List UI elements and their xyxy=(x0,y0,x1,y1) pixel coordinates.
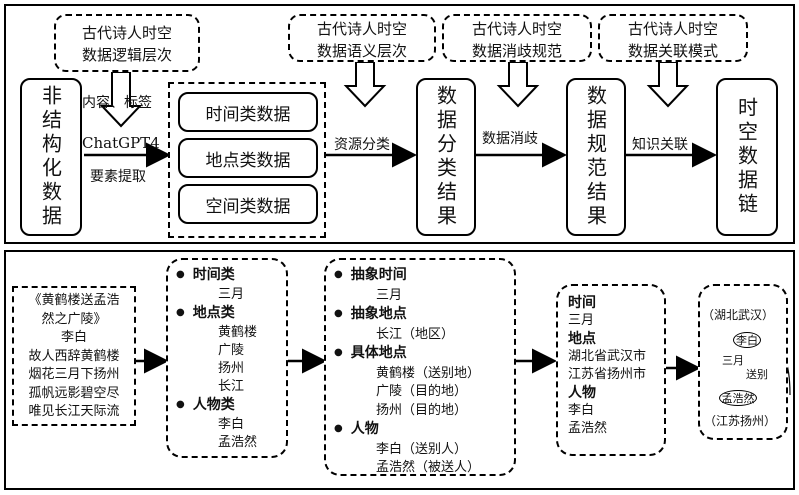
spatiotemporal-chain-box: 时空数据链 xyxy=(716,78,778,236)
bottom-panel xyxy=(4,250,795,490)
space-data-box: 空间类数据 xyxy=(178,184,318,224)
classification-result-box: 数据分类结果 xyxy=(416,78,476,236)
unstructured-data-box: 非结构化数据 xyxy=(20,78,82,236)
normalization-box: 时间 三月 地点 湖北省武汉市 江苏省扬州市 人物 李白 孟浩然 xyxy=(556,284,666,456)
normalization-result-box: 数据规范结果 xyxy=(566,78,626,236)
dis-abs-time-heading: 抽象时间 xyxy=(334,266,508,287)
chain-box xyxy=(698,284,788,440)
poem-line-3: 孤帆远影碧空尽 xyxy=(28,385,120,401)
note-logic-layer: 古代诗人时空 数据逻辑层次 xyxy=(54,14,200,72)
chain-from-person: 李白 xyxy=(733,332,761,348)
poem-title-1: 《黄鹤楼送孟浩 xyxy=(28,293,120,308)
poem-line-2: 烟花三月下扬州 xyxy=(28,367,120,382)
norm-person-heading: 人物 xyxy=(568,385,596,401)
cat-place-2: 广陵 xyxy=(218,343,245,358)
cat-person-1: 李白 xyxy=(218,417,245,432)
cat-time-heading: 时间类 xyxy=(176,266,280,286)
dis-spec-place-1: 黄鹤楼（送别地） xyxy=(376,365,481,381)
chain-from-place: （湖北武汉） xyxy=(702,308,775,322)
chain-action: 送别 xyxy=(746,368,768,381)
place-data-box: 地点类数据 xyxy=(178,138,318,178)
cat-place-heading: 地点类 xyxy=(176,304,280,324)
time-data-box: 时间类数据 xyxy=(178,92,318,132)
dis-abs-time-value: 三月 xyxy=(376,287,403,303)
top-panel xyxy=(4,4,795,244)
dis-spec-place-heading: 具体地点 xyxy=(334,344,508,365)
dis-abs-place-value: 长江（地区） xyxy=(376,326,455,342)
norm-time-value: 三月 xyxy=(568,313,595,328)
cat-time-value: 三月 xyxy=(218,287,245,302)
dis-person-2: 孟浩然（被送人） xyxy=(376,460,481,475)
disambiguation-box: 抽象时间 三月 抽象地点 长江（地区） 具体地点 黄鹤楼（送别地） 广陵（目的地… xyxy=(324,258,516,476)
poem-line-4: 唯见长江天际流 xyxy=(28,404,120,419)
cat-place-4: 长江 xyxy=(218,379,245,394)
dis-spec-place-2: 广陵（目的地） xyxy=(376,384,468,399)
cat-place-1: 黄鹤楼 xyxy=(218,325,258,340)
poem-box: 《黄鹤楼送孟浩 然之广陵》 李白 故人西辞黄鹤楼 烟花三月下扬州 孤帆远影碧空尽… xyxy=(12,286,136,426)
content-tag-label: 内容、标签 xyxy=(82,95,152,111)
norm-person-2: 孟浩然 xyxy=(568,421,608,436)
category-box: 时间类 三月 地点类 黄鹤楼 广陵 扬州 长江 人物类 李白 孟浩然 xyxy=(166,258,288,458)
norm-place-heading: 地点 xyxy=(568,331,596,347)
note-disambiguation-spec: 古代诗人时空 数据消歧规范 xyxy=(442,14,592,62)
chatgpt4-label: ChatGPT4 xyxy=(82,134,160,152)
norm-place-1: 湖北省武汉市 xyxy=(568,349,647,364)
cat-place-3: 扬州 xyxy=(218,361,245,376)
element-extraction-label: 要素提取 xyxy=(90,169,146,185)
dis-spec-place-3: 扬州（目的地） xyxy=(376,402,468,418)
note-association-mode: 古代诗人时空 数据关联模式 xyxy=(598,14,748,62)
poem-title-2: 然之广陵》 xyxy=(41,311,107,327)
chain-to-place: （江苏扬州） xyxy=(704,414,777,428)
chain-to-person: 孟浩然 xyxy=(719,390,757,406)
resource-classification-label: 资源分类 xyxy=(334,137,390,153)
norm-place-2: 江苏省扬州市 xyxy=(568,367,647,382)
cat-person-2: 孟浩然 xyxy=(218,435,258,450)
poem-line-1: 故人西辞黄鹤楼 xyxy=(28,348,120,364)
poem-author: 李白 xyxy=(60,330,87,345)
knowledge-association-label: 知识关联 xyxy=(632,137,688,153)
norm-time-heading: 时间 xyxy=(568,295,596,311)
dis-person-heading: 人物 xyxy=(334,420,508,441)
dis-abs-place-heading: 抽象地点 xyxy=(334,305,508,326)
cat-person-heading: 人物类 xyxy=(176,396,280,416)
norm-person-1: 李白 xyxy=(568,403,595,418)
chain-time: 三月 xyxy=(722,354,744,367)
disambiguation-label: 数据消歧 xyxy=(482,131,538,147)
dis-person-1: 李白（送别人） xyxy=(376,441,468,457)
note-semantic-layer: 古代诗人时空 数据语义层次 xyxy=(288,14,436,62)
